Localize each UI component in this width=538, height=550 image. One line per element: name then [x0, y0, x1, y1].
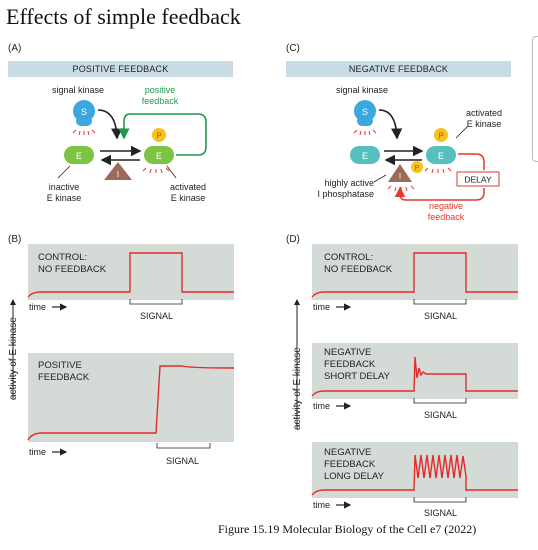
activated-e-kinase-icon: E P: [142, 128, 174, 174]
negative-feedback-banner: NEGATIVE FEEDBACK: [286, 61, 511, 77]
figure-title: Effects of simple feedback: [6, 4, 241, 29]
time-label: time: [29, 302, 47, 312]
phosphatase-i-icon: I: [104, 162, 132, 180]
svg-text:I: I: [117, 170, 119, 179]
plot-d-control-label: CONTROL:NO FEEDBACK: [324, 252, 393, 275]
svg-text:E: E: [76, 151, 82, 161]
y-axis-label-b: activity of E kinase: [8, 317, 19, 400]
svg-text:P: P: [438, 132, 443, 141]
inactive-e-kinase-icon: E: [350, 146, 380, 164]
svg-text:P: P: [415, 165, 420, 172]
panel-label-a: (A): [8, 43, 22, 54]
trace-d-short-delay: [311, 356, 518, 397]
signal-kinase-letter: S: [81, 107, 87, 117]
positive-feedback-diagram: S E I E P: [57, 100, 207, 180]
svg-text:E: E: [156, 151, 162, 161]
signal-kinase-label: signal kinase: [336, 85, 389, 95]
signal-label: SIGNAL: [424, 410, 458, 420]
negative-feedback-diagram: S E I P E P DELAY: [350, 100, 500, 201]
svg-text:P: P: [156, 132, 161, 141]
signal-label: SIGNAL: [424, 508, 458, 518]
trace-b-control: [27, 252, 234, 298]
signal-label: SIGNAL: [166, 456, 200, 466]
activated-e-kinase-icon: E P: [424, 128, 456, 174]
figure-caption: Figure 15.19 Molecular Biology of the Ce…: [218, 522, 477, 536]
plot-b-control-label: CONTROL:NO FEEDBACK: [38, 252, 107, 275]
scrollbar-stub[interactable]: [532, 36, 538, 162]
y-axis-label-d: activity of E kinase: [292, 347, 303, 430]
delay-label: DELAY: [464, 175, 492, 185]
inactive-e-kinase-icon: E: [64, 146, 94, 164]
signal-kinase-s-icon: S: [72, 100, 96, 136]
panel-label-c: (C): [286, 43, 300, 54]
time-label: time: [313, 401, 331, 411]
time-label: time: [29, 447, 47, 457]
signal-label: SIGNAL: [140, 311, 174, 321]
svg-text:I: I: [399, 172, 401, 181]
svg-text:E: E: [438, 151, 444, 161]
trace-d-control: [311, 252, 518, 298]
time-label: time: [313, 302, 331, 312]
trace-d-long-delay: [311, 454, 518, 496]
svg-text:S: S: [362, 107, 368, 117]
svg-text:E: E: [362, 151, 368, 161]
positive-feedback-banner: POSITIVE FEEDBACK: [8, 61, 233, 77]
signal-kinase-s-icon: S: [353, 100, 377, 136]
delay-box: [456, 171, 500, 187]
signal-kinase-label: signal kinase: [52, 85, 105, 95]
signal-label: SIGNAL: [424, 311, 458, 321]
panel-label-d: (D): [286, 234, 300, 245]
trace-b-positive: [27, 365, 235, 441]
time-label: time: [313, 500, 331, 510]
panel-label-b: (B): [8, 234, 22, 245]
